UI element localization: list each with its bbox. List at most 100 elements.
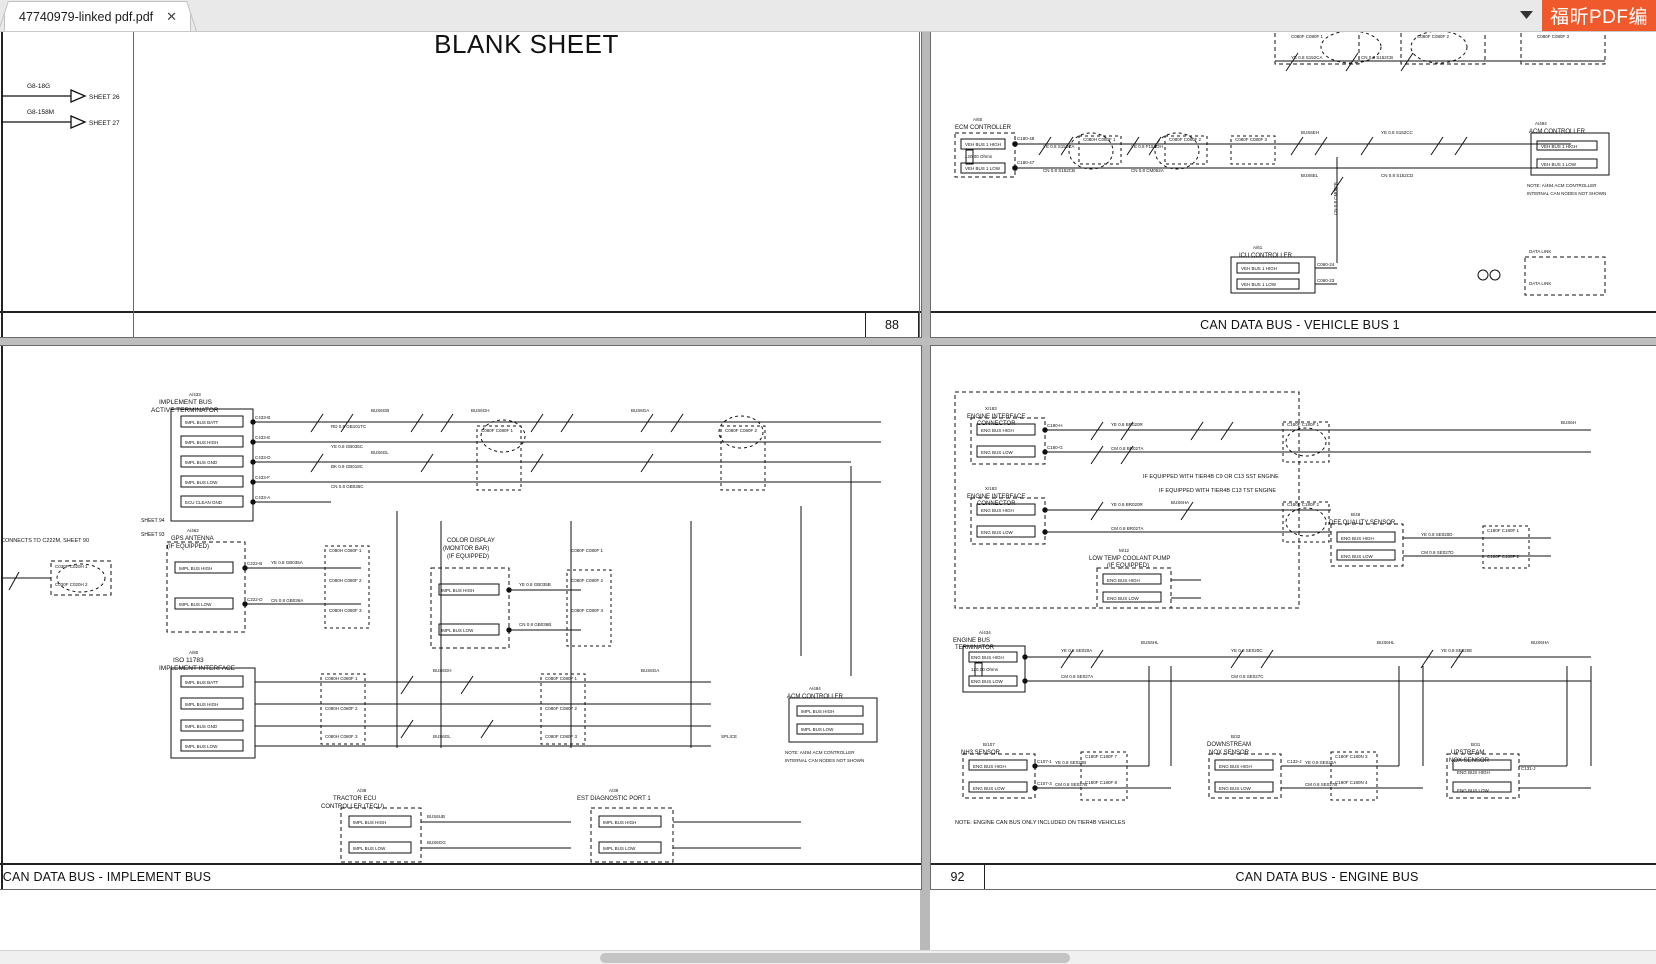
- svg-text:C060-24: C060-24: [1317, 262, 1335, 267]
- pdf-page-88[interactable]: BLANK SHEET 88: [133, 32, 920, 338]
- svg-text:DEF QUALITY SENSOR: DEF QUALITY SENSOR: [1329, 520, 1396, 526]
- svg-text:EST DIAGNOSTIC PORT 1: EST DIAGNOSTIC PORT 1: [577, 796, 651, 802]
- svg-text:YE 0.8 GB035B: YE 0.8 GB035B: [519, 582, 551, 587]
- svg-text:C080F C080F 3: C080F C080F 3: [571, 608, 604, 613]
- svg-text:CM 0.8 BR027A: CM 0.8 BR027A: [1111, 446, 1144, 451]
- svg-text:A/494: A/494: [1535, 121, 1547, 126]
- svg-text:C080F C080F 3: C080F C080F 3: [1235, 137, 1268, 142]
- svg-text:YE 0.8 SE020C: YE 0.8 SE020C: [1231, 648, 1263, 653]
- svg-text:ACTIVE TERMINATOR: ACTIVE TERMINATOR: [151, 407, 219, 414]
- svg-text:IMPLEMENT INTERFACE: IMPLEMENT INTERFACE: [159, 665, 236, 672]
- svg-text:GPS ANTENNA: GPS ANTENNA: [171, 536, 214, 542]
- svg-text:IMPLEMENT BUS: IMPLEMENT BUS: [159, 399, 213, 406]
- svg-text:C080F C080F 2: C080F C080F 2: [571, 578, 604, 583]
- pdf-page-92[interactable]: X/183 ENGINE INTERFACE CONNECTOR ENG BUS…: [930, 345, 1656, 890]
- pdf-page-vehicle-bus[interactable]: C080F C080F 1 C080F C080F 2 C080F C080F …: [930, 32, 1656, 338]
- svg-text:VEH BUS 1 LOW: VEH BUS 1 LOW: [1541, 162, 1577, 167]
- svg-text:ENG BUS LOW: ENG BUS LOW: [1219, 786, 1252, 791]
- svg-text:ENG BUS HIGH: ENG BUS HIGH: [1219, 764, 1252, 769]
- svg-text:ENG BUS LOW: ENG BUS LOW: [971, 679, 1004, 684]
- svg-text:A/494: A/494: [809, 686, 821, 691]
- svg-text:IMPL BUS HIGH: IMPL BUS HIGH: [441, 588, 474, 593]
- svg-text:CM 0.8 SE027D: CM 0.8 SE027D: [1421, 550, 1454, 555]
- svg-text:IMPL BUS HIGH: IMPL BUS HIGH: [179, 566, 212, 571]
- close-icon[interactable]: ✕: [166, 9, 178, 24]
- svg-text:YE 0.8 S152CA: YE 0.8 S152CA: [1291, 55, 1323, 60]
- page-92-schematic: X/183 ENGINE INTERFACE CONNECTOR ENG BUS…: [931, 346, 1656, 889]
- chevron-down-icon[interactable]: [1512, 0, 1542, 31]
- svg-text:C107-1: C107-1: [1037, 759, 1052, 764]
- svg-text:CN 0.8 GB036C: CN 0.8 GB036C: [331, 484, 364, 489]
- svg-text:X/183: X/183: [985, 486, 997, 491]
- svg-text:YE 0.8 S152CA: YE 0.8 S152CA: [1043, 144, 1075, 149]
- svg-text:X/183: X/183: [985, 406, 997, 411]
- svg-text:YE 0.8 SE020A: YE 0.8 SE020A: [1061, 648, 1092, 653]
- page-92-sheet: X/183 ENGINE INTERFACE CONNECTOR ENG BUS…: [931, 346, 1656, 889]
- svg-text:CM 0.8 SE027B: CM 0.8 SE027B: [1055, 782, 1087, 787]
- page-vehicle-bus-title: CAN DATA BUS - VEHICLE BUS 1: [1200, 318, 1400, 332]
- svg-text:BUS6HL: BUS6HL: [1141, 640, 1159, 645]
- svg-text:CONNECTOR: CONNECTOR: [977, 501, 1016, 507]
- svg-text:INTERNAL CAN NODES NOT SHOWN: INTERNAL CAN NODES NOT SHOWN: [1527, 191, 1606, 196]
- svg-text:CONNECTS TO C222M, SHEET 90: CONNECTS TO C222M, SHEET 90: [1, 538, 89, 544]
- horizontal-scrollbar[interactable]: [0, 950, 1656, 964]
- tab-bar-right-controls: 福昕PDF编: [1512, 0, 1656, 31]
- svg-text:C080F C080F 3: C080F C080F 3: [545, 734, 578, 739]
- svg-text:ENG BUS LOW: ENG BUS LOW: [973, 786, 1006, 791]
- svg-text:ICU CONTROLLER: ICU CONTROLLER: [1239, 253, 1293, 259]
- svg-text:ENG BUS LOW: ENG BUS LOW: [981, 530, 1014, 535]
- brand-badge[interactable]: 福昕PDF编: [1541, 0, 1656, 31]
- svg-text:CM 0.8 SE027B: CM 0.8 SE027B: [1305, 782, 1337, 787]
- svg-text:ENG BUS LOW: ENG BUS LOW: [981, 450, 1014, 455]
- svg-text:CM 0.8 BR027A: CM 0.8 BR027A: [1111, 526, 1144, 531]
- svg-text:IMPL BUS LOW: IMPL BUS LOW: [603, 846, 636, 851]
- svg-text:ENG BUS LOW: ENG BUS LOW: [1341, 554, 1374, 559]
- pdf-page-91[interactable]: CONNECTS TO C222M, SHEET 90 C030F C020H …: [0, 345, 922, 890]
- page-87-schematic: G8-18G SHEET 26 G8-158M SHEET 27 0.8 CM0…: [0, 32, 921, 337]
- svg-text:DATA LINK: DATA LINK: [1529, 281, 1551, 286]
- svg-text:CN 0.8 GB036B: CN 0.8 GB036B: [519, 622, 551, 627]
- svg-text:YE 0.8 SE020D: YE 0.8 SE020D: [1421, 532, 1453, 537]
- svg-text:VEH BUS 1 HIGH: VEH BUS 1 HIGH: [1241, 266, 1277, 271]
- svg-text:BUS6HA: BUS6HA: [1531, 640, 1549, 645]
- svg-text:C180-47: C180-47: [1017, 160, 1035, 165]
- svg-text:BK 0.8 GB018C: BK 0.8 GB018C: [331, 464, 364, 469]
- page-91-title: CAN DATA BUS - IMPLEMENT BUS: [2, 870, 212, 884]
- svg-text:IF EQUIPPED WITH TIER4B C9 OR: IF EQUIPPED WITH TIER4B C9 OR C13 SST EN…: [1143, 474, 1279, 480]
- horizontal-scrollbar-thumb[interactable]: [600, 953, 1070, 963]
- svg-text:BUS6EL: BUS6EL: [1301, 173, 1319, 178]
- svg-text:BUS6HA: BUS6HA: [1171, 500, 1189, 505]
- svg-text:YE 0.8 SE020B: YE 0.8 SE020B: [1055, 760, 1086, 765]
- svg-text:C080H C080F 3: C080H C080F 3: [329, 608, 362, 613]
- svg-text:A/80: A/80: [189, 650, 199, 655]
- svg-text:ACM CONTROLLER: ACM CONTROLLER: [1529, 129, 1586, 135]
- svg-text:ENG BUS HIGH: ENG BUS HIGH: [1341, 536, 1374, 541]
- svg-text:ECM CONTROLLER: ECM CONTROLLER: [955, 125, 1012, 131]
- svg-text:NOX SENSOR: NOX SENSOR: [1209, 750, 1250, 756]
- document-tab[interactable]: 47740979-linked pdf.pdf ✕: [0, 1, 206, 31]
- svg-text:CONTROLLER (TECU): CONTROLLER (TECU): [321, 804, 384, 810]
- svg-text:BUS6EH: BUS6EH: [1301, 130, 1319, 135]
- svg-text:IMPL BUS HIGH: IMPL BUS HIGH: [185, 440, 218, 445]
- svg-text:A/39: A/39: [609, 788, 619, 793]
- svg-text:NOTE: ENGINE CAN BUS ONLY INCL: NOTE: ENGINE CAN BUS ONLY INCLUDED ON TI…: [955, 820, 1126, 826]
- svg-text:CM 0.8 SE027A: CM 0.8 SE027A: [1061, 674, 1093, 679]
- svg-text:BUS6GG: BUS6GG: [427, 840, 446, 845]
- svg-text:SHEET 27: SHEET 27: [89, 120, 120, 127]
- svg-text:IMPL BUS LOW: IMPL BUS LOW: [185, 744, 218, 749]
- svg-text:C080H C080F 1: C080H C080F 1: [329, 548, 362, 553]
- svg-text:CN 0.8 S152CB: CN 0.8 S152CB: [1043, 168, 1075, 173]
- browser-tab-bar: 47740979-linked pdf.pdf ✕ 福昕PDF编: [0, 0, 1656, 32]
- svg-text:CM 0.8 SE027C: CM 0.8 SE027C: [1231, 674, 1264, 679]
- pdf-document-viewport[interactable]: G8-18G SHEET 26 G8-158M SHEET 27 0.8 CM0…: [0, 32, 1656, 964]
- svg-text:C180F C180F 1: C180F C180F 1: [1287, 422, 1320, 427]
- svg-text:C180F C180F 1: C180F C180F 1: [1487, 528, 1520, 533]
- svg-text:C030F C020H 2: C030F C020H 2: [55, 582, 88, 587]
- svg-text:C080F C080F 2: C080F C080F 2: [1169, 137, 1202, 142]
- svg-text:C030F C020H 1: C030F C020H 1: [55, 564, 88, 569]
- page-91-sheet: CONNECTS TO C222M, SHEET 90 C030F C020H …: [0, 346, 921, 889]
- svg-text:C080F C080F 2: C080F C080F 2: [725, 428, 758, 433]
- page-87-left-rule: [1, 32, 3, 337]
- svg-text:BUS6GA: BUS6GA: [631, 408, 649, 413]
- svg-text:(IF EQUIPPED): (IF EQUIPPED): [447, 554, 489, 560]
